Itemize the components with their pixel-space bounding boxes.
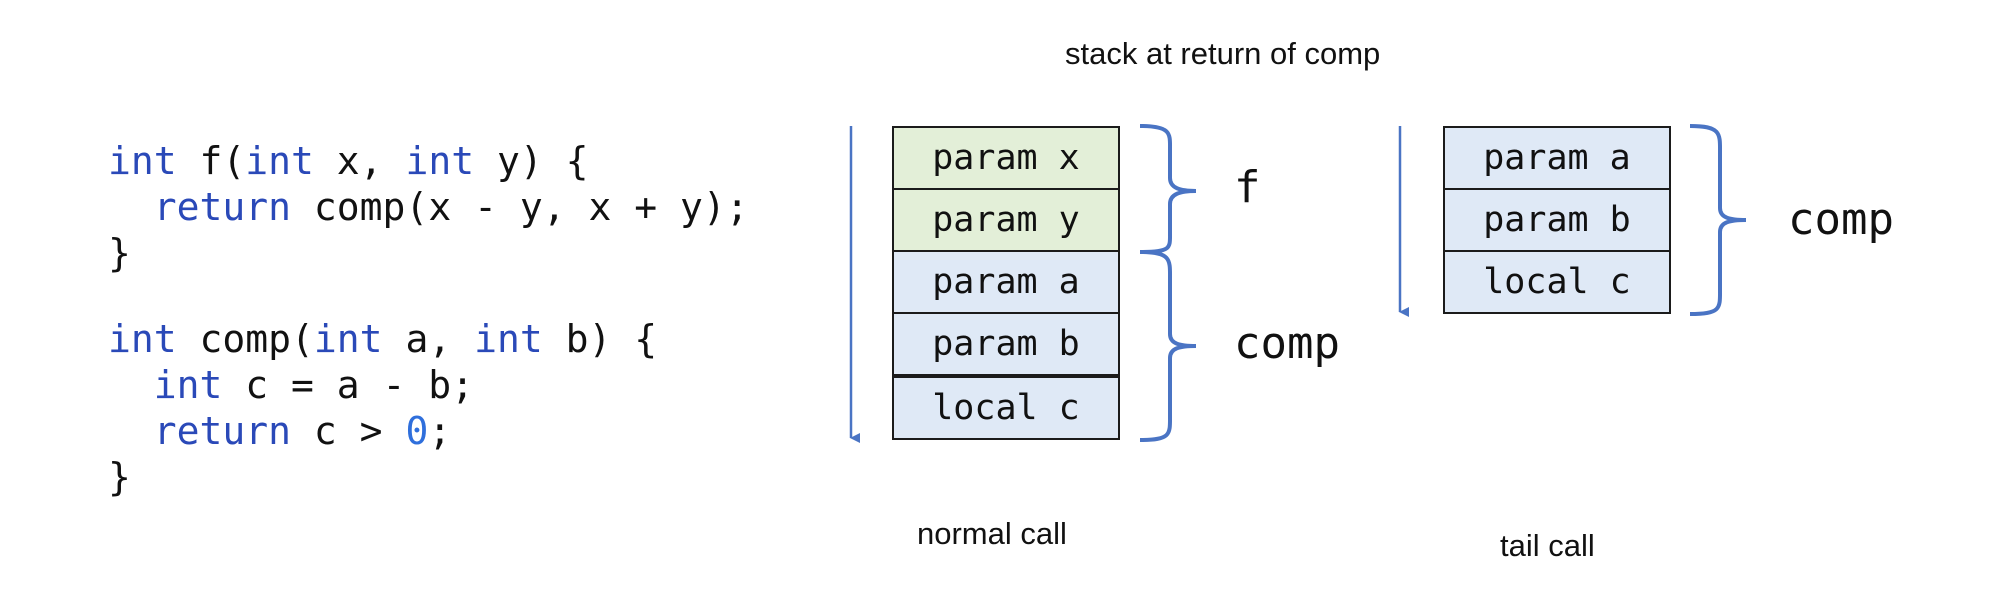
code-line: return comp(x - y, x + y); bbox=[108, 184, 749, 230]
code-keyword: int bbox=[108, 139, 177, 183]
frame-label-comp-normal: comp bbox=[1234, 318, 1340, 369]
code-token: b) { bbox=[542, 317, 658, 361]
code-token: } bbox=[108, 231, 131, 275]
stack-cell-param-b: param b bbox=[892, 312, 1120, 376]
stack-cell-local-c: local c bbox=[892, 376, 1120, 440]
brace-f bbox=[1139, 124, 1197, 254]
code-token: comp( bbox=[176, 317, 314, 361]
stack-cell-param-x: param x bbox=[892, 126, 1120, 190]
code-token: y) { bbox=[474, 139, 589, 183]
tail-stack-cell-local-c: local c bbox=[1443, 250, 1671, 314]
code-keyword: int bbox=[313, 317, 383, 361]
frame-label-f: f bbox=[1234, 162, 1261, 213]
code-token: } bbox=[108, 455, 131, 499]
code-line: } bbox=[108, 230, 749, 276]
code-token: x, bbox=[313, 139, 406, 183]
stack-cell-param-y: param y bbox=[892, 188, 1120, 252]
code-keyword: return bbox=[153, 409, 292, 453]
code-token: a, bbox=[382, 317, 475, 361]
caption-normal-call: normal call bbox=[917, 516, 1067, 551]
tail-stack-cell-param-b: param b bbox=[1443, 188, 1671, 252]
code-listing: int f(int x, int y) { return comp(x - y,… bbox=[108, 138, 749, 500]
diagram-title: stack at return of comp bbox=[1065, 36, 1381, 71]
stack-cell-param-a: param a bbox=[892, 250, 1120, 314]
code-token: f( bbox=[176, 139, 246, 183]
code-keyword: int bbox=[245, 139, 314, 183]
code-token: ; bbox=[428, 409, 452, 453]
brace-comp-normal bbox=[1139, 250, 1197, 442]
code-token: c = a - b; bbox=[222, 363, 475, 407]
code-keyword: int bbox=[474, 317, 543, 361]
code-line: } bbox=[108, 454, 749, 500]
caption-tail-call: tail call bbox=[1500, 528, 1595, 563]
code-line: int f(int x, int y) { bbox=[108, 138, 749, 184]
code-token: c > bbox=[291, 409, 406, 453]
code-keyword: int bbox=[153, 363, 223, 407]
code-token: comp(x - y, x + y); bbox=[291, 185, 749, 229]
code-line: int comp(int a, int b) { bbox=[108, 316, 749, 362]
frame-label-comp-tail: comp bbox=[1788, 194, 1894, 245]
tail-stack-cell-param-a: param a bbox=[1443, 126, 1671, 190]
code-line: return c > 0; bbox=[108, 408, 749, 454]
code-keyword: int bbox=[108, 317, 177, 361]
brace-comp-tail bbox=[1689, 124, 1747, 316]
code-keyword: int bbox=[405, 139, 475, 183]
code-line: int c = a - b; bbox=[108, 362, 749, 408]
code-number: 0 bbox=[405, 409, 429, 453]
code-keyword: return bbox=[153, 185, 292, 229]
